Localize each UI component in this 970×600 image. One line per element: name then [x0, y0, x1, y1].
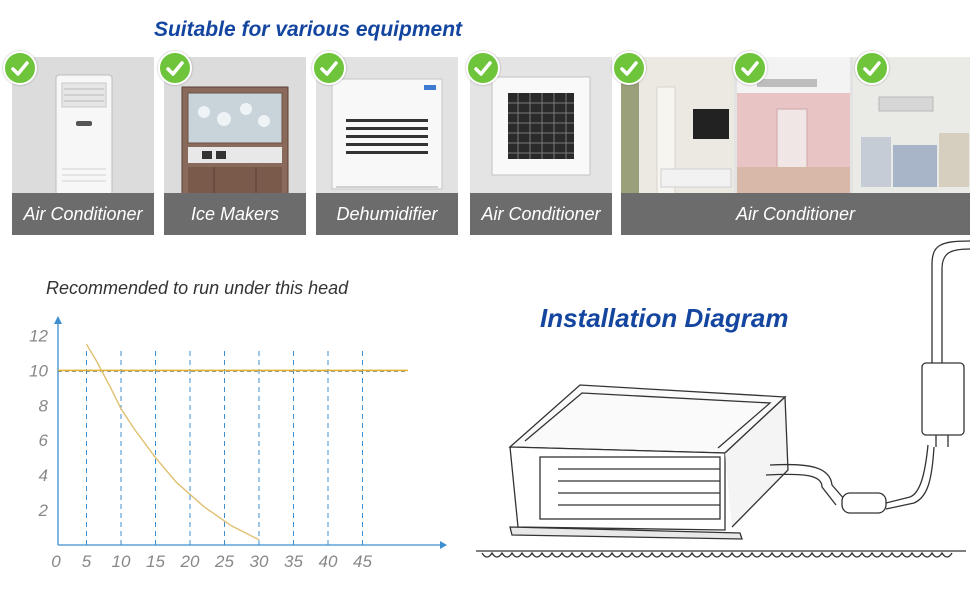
x-tick-label: 30	[250, 552, 269, 571]
panel-caption: Dehumidifier	[316, 193, 458, 235]
green-check-icon	[466, 51, 500, 85]
room-photos-image	[621, 57, 970, 198]
chart-title: Recommended to run under this head	[46, 278, 349, 298]
x-tick-label: 20	[180, 552, 200, 571]
x-tick-label: 10	[112, 552, 131, 571]
ice-maker-image	[164, 57, 306, 197]
riser-pipe	[931, 240, 970, 363]
x-tick-label: 5	[82, 552, 92, 571]
floor-ac-image	[12, 57, 154, 197]
y-axis-arrow	[54, 316, 62, 324]
page-title: Suitable for various equipment	[153, 18, 463, 41]
panel-ice-makers: Ice Makers	[164, 57, 306, 235]
panel-caption: Air Conditioner	[12, 193, 154, 235]
y-tick-label: 2	[38, 501, 49, 520]
x-tick-label: 15	[146, 552, 165, 571]
installation-diagram	[476, 240, 970, 558]
green-check-icon	[312, 51, 346, 85]
ground-hatch	[481, 551, 953, 558]
diagram-title: Installation Diagram	[540, 303, 789, 333]
condensate-pump-small	[841, 492, 887, 514]
y-tick-label: 6	[39, 431, 49, 450]
y-tick-label: 4	[39, 466, 48, 485]
green-check-icon	[158, 51, 192, 85]
x-axis-arrow	[440, 541, 447, 549]
y-tick-label: 10	[29, 361, 48, 380]
drain-pipe	[769, 463, 846, 501]
panel-caption: Air Conditioner	[470, 193, 612, 235]
panel-air-conditioner-floor: Air Conditioner	[12, 57, 154, 235]
pump-box	[921, 362, 965, 436]
panel-caption: Ice Makers	[164, 193, 306, 235]
green-check-icon	[855, 51, 889, 85]
y-tick-label: 12	[29, 326, 48, 345]
x-tick-label: 25	[214, 552, 234, 571]
green-check-icon	[612, 51, 646, 85]
unit-side	[724, 395, 789, 528]
panel-air-conditioner-rooms: Air Conditioner	[621, 57, 970, 235]
x-tick-label: 40	[319, 552, 338, 571]
x-tick-label: 0	[51, 552, 61, 571]
green-check-icon	[733, 51, 767, 85]
y-tick-label: 8	[39, 396, 49, 415]
panel-caption: Air Conditioner	[621, 193, 970, 235]
head-curve-chart: 0 5 10 15 20 25 30 35 40 45 2 4 6 8 10 12	[29, 316, 447, 571]
green-check-icon	[3, 51, 37, 85]
unit-grille	[539, 456, 721, 520]
x-tick-label: 45	[353, 552, 372, 571]
series-line	[85, 343, 260, 541]
x-tick-label: 35	[284, 552, 303, 571]
